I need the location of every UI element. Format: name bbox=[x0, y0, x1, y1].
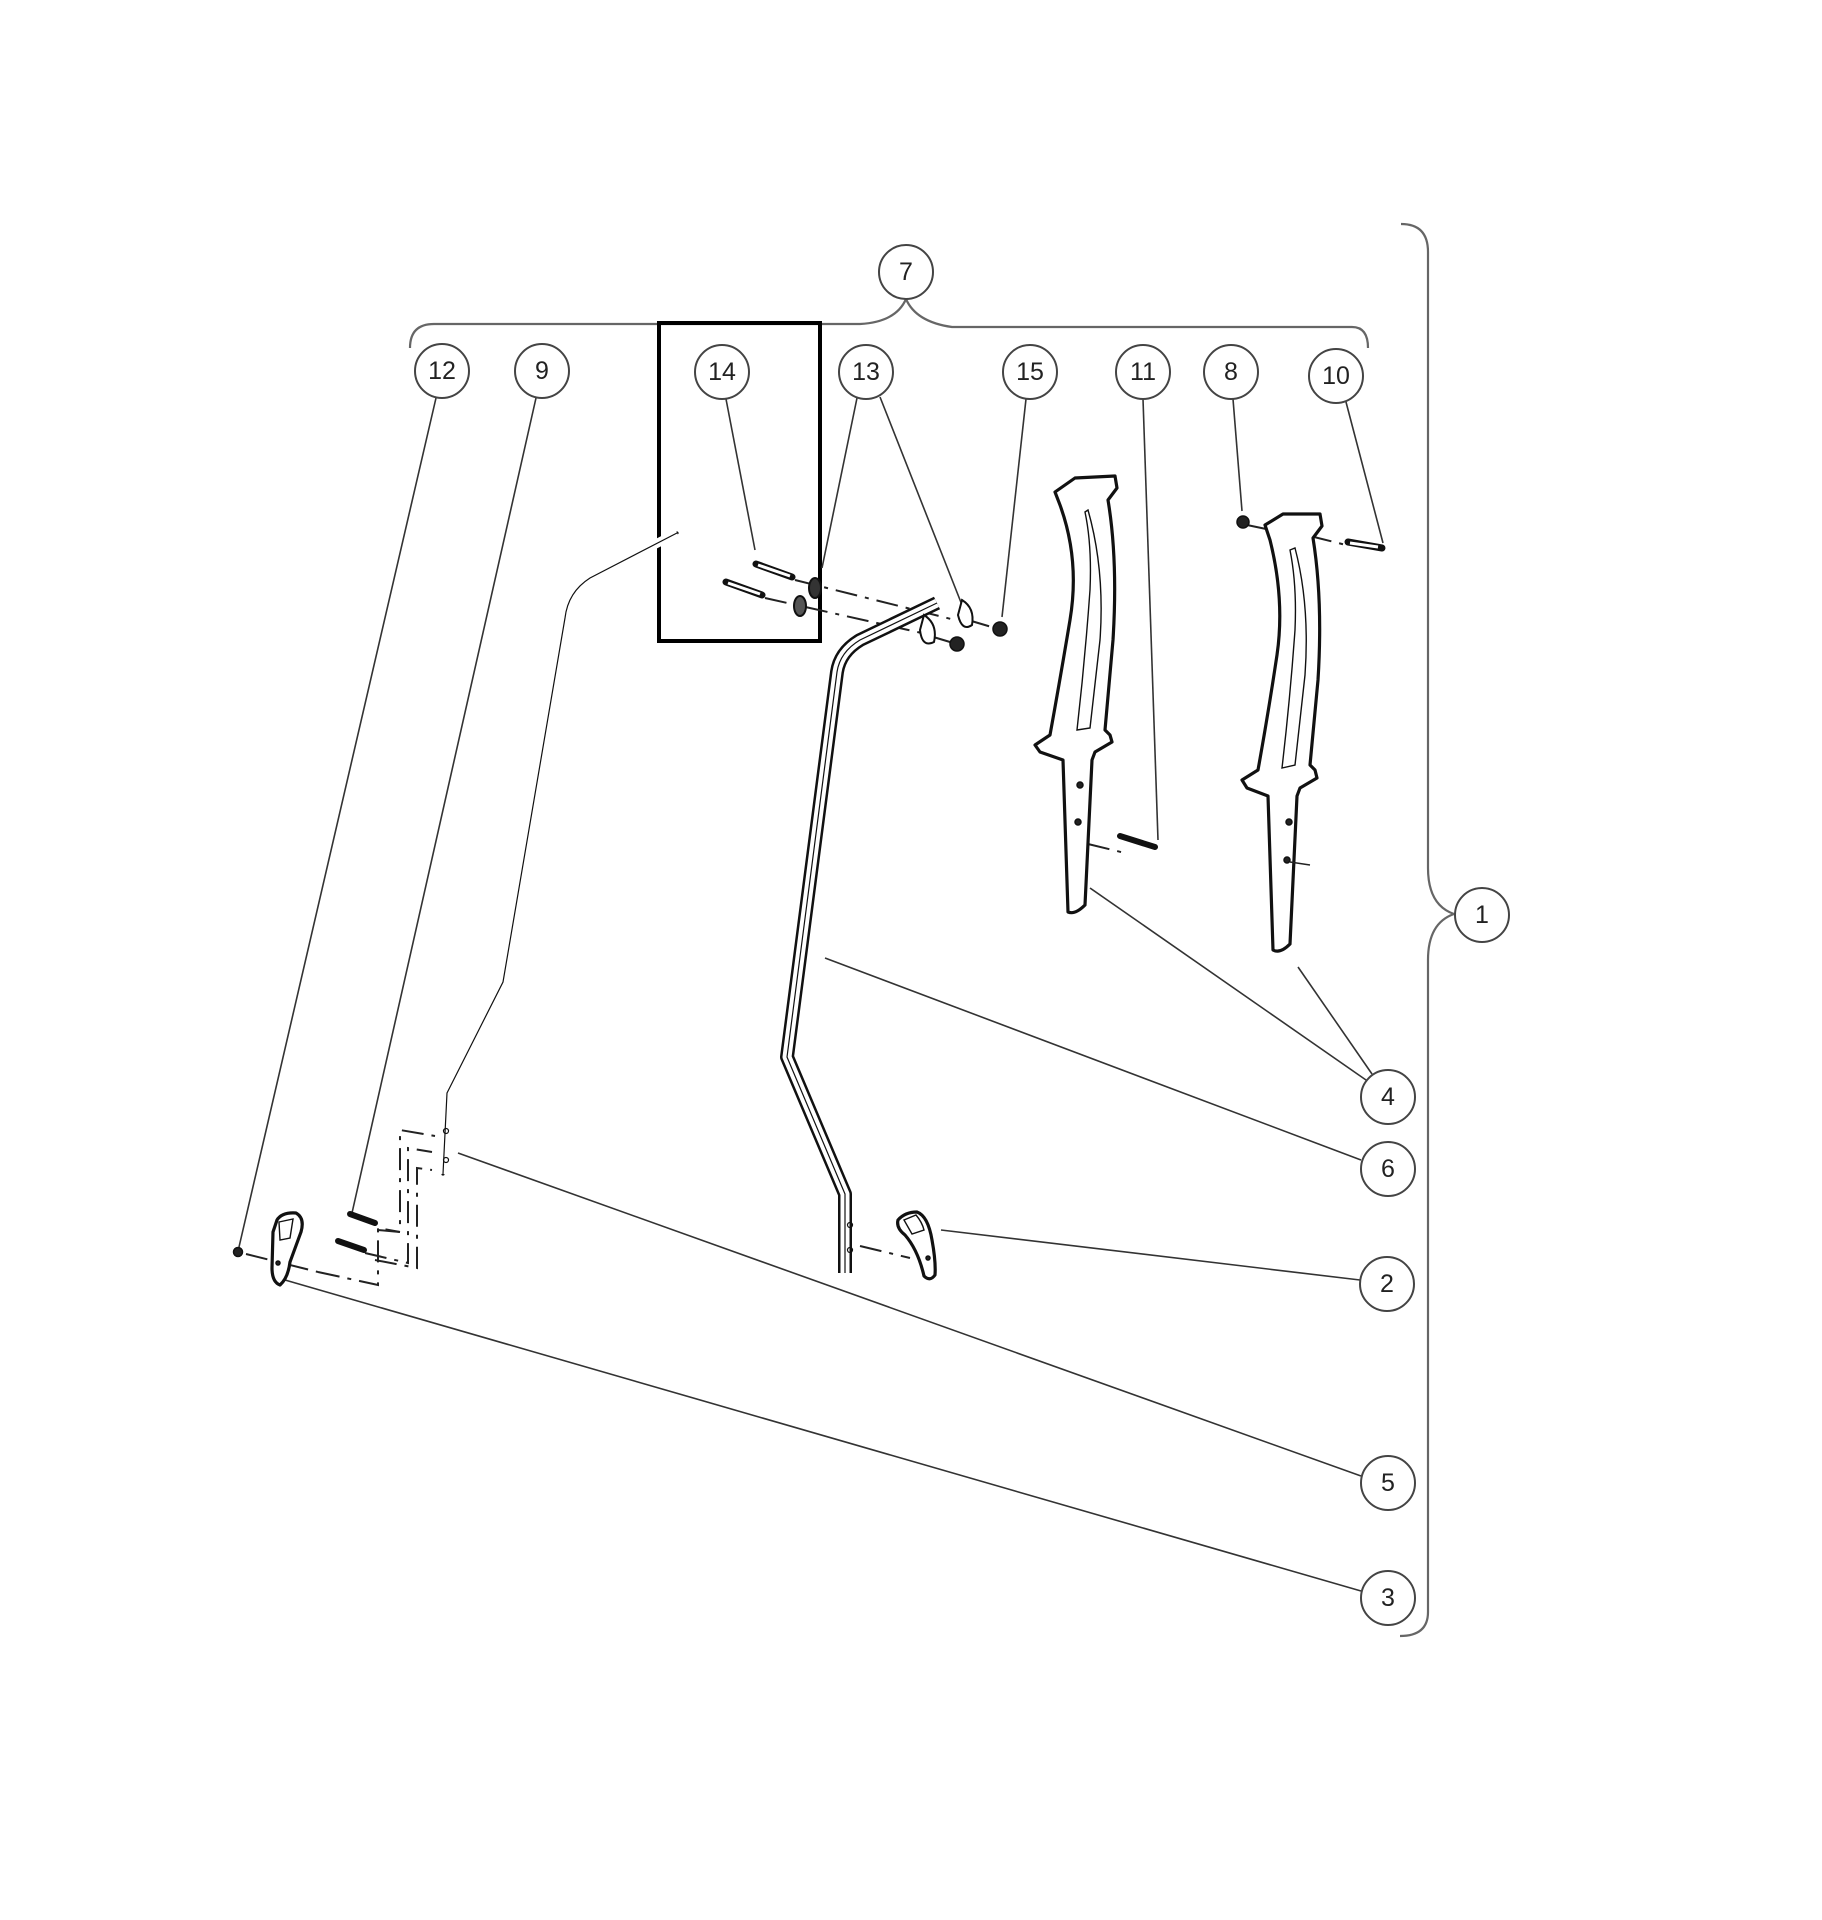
callout-circle bbox=[1308, 348, 1364, 404]
leader-lines bbox=[238, 396, 1384, 1592]
callout-label: 3 bbox=[1381, 1584, 1395, 1612]
leader-12 bbox=[238, 397, 437, 1248]
callout-8[interactable]: 8 bbox=[1203, 344, 1259, 400]
callout-circle bbox=[1359, 1256, 1415, 1312]
end-cap-screw bbox=[232, 1246, 244, 1258]
assembly-bracket bbox=[1399, 222, 1458, 1638]
callout-circle bbox=[1454, 887, 1510, 943]
callout-3[interactable]: 3 bbox=[1360, 1570, 1416, 1626]
callout-9[interactable]: 9 bbox=[514, 343, 570, 399]
highlight-box[interactable] bbox=[657, 321, 822, 643]
callout-label: 12 bbox=[428, 357, 456, 385]
leader-2 bbox=[940, 1229, 1361, 1281]
callout-label: 7 bbox=[899, 258, 913, 286]
strut-nut bbox=[1236, 515, 1250, 529]
callout-circle bbox=[838, 344, 894, 400]
left-end-cap bbox=[270, 1211, 304, 1287]
tube-bolts bbox=[722, 560, 796, 599]
leader-8 bbox=[1232, 398, 1243, 512]
leader-6 bbox=[824, 957, 1362, 1161]
callout-circle bbox=[414, 343, 470, 399]
callout-label: 2 bbox=[1380, 1270, 1394, 1298]
callout-assembly-1[interactable]: 1 bbox=[1454, 887, 1510, 943]
left-frame-tube bbox=[438, 529, 680, 1176]
callout-14[interactable]: 14 bbox=[694, 344, 750, 400]
subassembly-bracket bbox=[408, 296, 1370, 349]
callout-label: 4 bbox=[1381, 1083, 1395, 1111]
right-end-cap bbox=[896, 1210, 937, 1281]
leader-11 bbox=[1142, 398, 1159, 841]
leader-9 bbox=[351, 397, 537, 1214]
callout-circle bbox=[1115, 344, 1171, 400]
callout-circle bbox=[1360, 1455, 1416, 1511]
tube-screws bbox=[335, 1211, 378, 1253]
callout-subassembly-7[interactable]: 7 bbox=[878, 244, 934, 300]
leader-13a bbox=[821, 397, 858, 569]
callout-6[interactable]: 6 bbox=[1360, 1141, 1416, 1197]
support-strut-left bbox=[1033, 474, 1119, 915]
leader-4b bbox=[1297, 966, 1373, 1075]
callout-circle bbox=[1360, 1141, 1416, 1197]
washers bbox=[793, 577, 974, 645]
leader-15 bbox=[1001, 398, 1027, 618]
callout-15[interactable]: 15 bbox=[1002, 344, 1058, 400]
leader-5 bbox=[457, 1152, 1362, 1477]
callout-5[interactable]: 5 bbox=[1360, 1455, 1416, 1511]
callout-label: 15 bbox=[1016, 358, 1044, 386]
leader-4a bbox=[1089, 887, 1367, 1081]
callout-2[interactable]: 2 bbox=[1359, 1256, 1415, 1312]
strut-bolt bbox=[1344, 538, 1386, 552]
callout-label: 9 bbox=[535, 357, 549, 385]
callout-circle bbox=[1360, 1069, 1416, 1125]
callout-label: 8 bbox=[1224, 358, 1238, 386]
callout-label: 6 bbox=[1381, 1155, 1395, 1183]
callout-circle bbox=[1203, 344, 1259, 400]
tube-nuts bbox=[949, 621, 1008, 652]
strut-screw bbox=[1117, 833, 1158, 850]
leader-3 bbox=[284, 1279, 1362, 1592]
leader-14 bbox=[725, 398, 756, 551]
callout-label: 1 bbox=[1475, 901, 1489, 929]
leader-10 bbox=[1345, 401, 1384, 544]
callout-11[interactable]: 11 bbox=[1115, 344, 1171, 400]
callout-13[interactable]: 13 bbox=[838, 344, 894, 400]
right-frame-tube bbox=[780, 596, 941, 1273]
callout-10[interactable]: 10 bbox=[1308, 348, 1364, 404]
callout-group: 12 9 14 13 15 11 8 10 4 6 2 5 3 bbox=[414, 343, 1416, 1626]
callout-circle bbox=[1360, 1570, 1416, 1626]
callout-circle bbox=[694, 344, 750, 400]
callout-label: 14 bbox=[708, 358, 736, 386]
callout-label: 10 bbox=[1322, 362, 1350, 390]
callout-label: 11 bbox=[1130, 358, 1156, 386]
callout-label: 13 bbox=[852, 358, 880, 386]
support-strut-right bbox=[1240, 512, 1324, 953]
callout-circle bbox=[878, 244, 934, 300]
callout-label: 5 bbox=[1381, 1469, 1395, 1497]
callout-circle bbox=[1002, 344, 1058, 400]
callout-circle bbox=[514, 343, 570, 399]
assembly-callout-group: 17 bbox=[878, 244, 1510, 943]
callout-12[interactable]: 12 bbox=[414, 343, 470, 399]
callout-4[interactable]: 4 bbox=[1360, 1069, 1416, 1125]
leader-13b bbox=[879, 396, 963, 606]
